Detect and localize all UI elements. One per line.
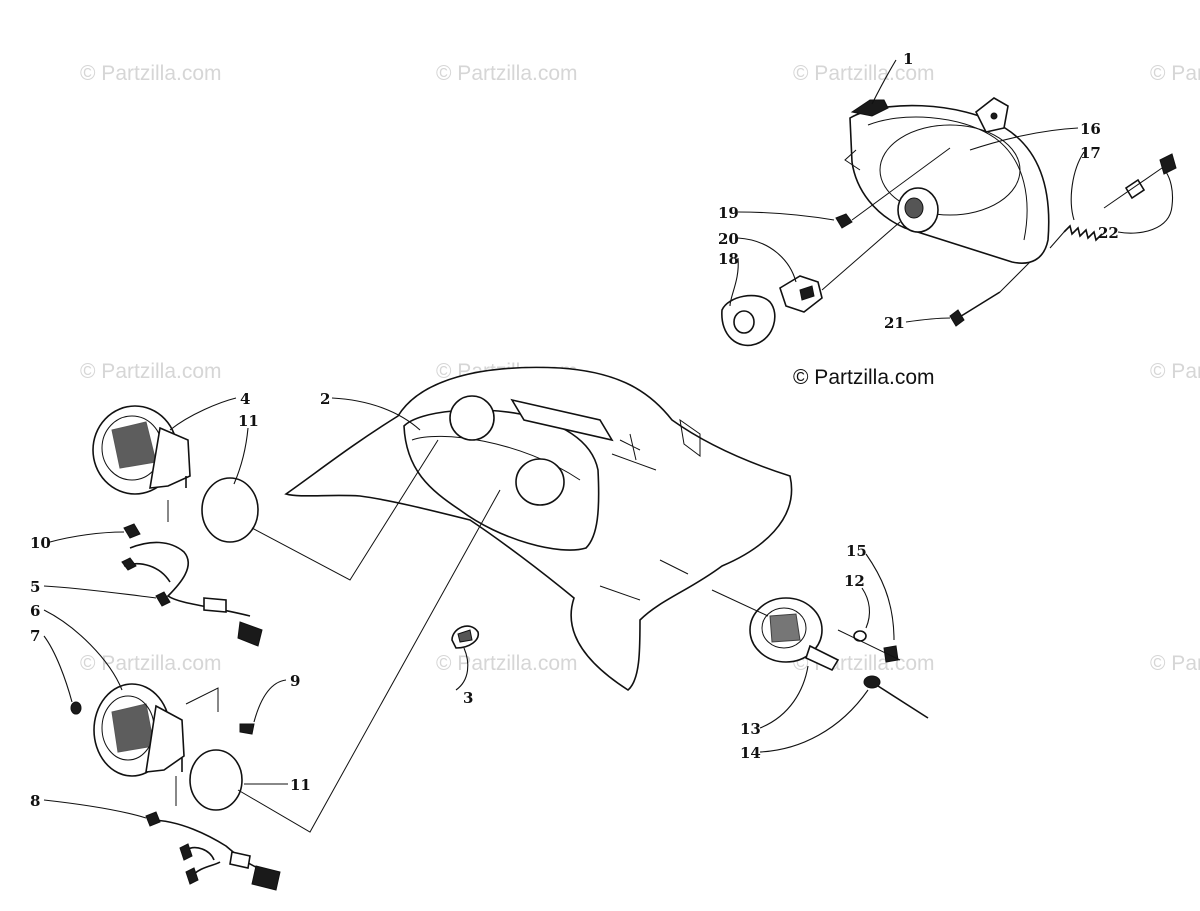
watermark: © Partzilla.com: [80, 360, 222, 383]
hood-top-slot: [510, 398, 614, 442]
bulb-part-7: [70, 701, 82, 715]
watermark: © Partzilla.com: [1150, 652, 1200, 675]
bezel-part-11-lower: [189, 749, 243, 811]
callout-3: 3: [463, 689, 473, 707]
spring-part-17: [1063, 224, 1103, 242]
screw-part-19: [835, 213, 853, 229]
callout-11-lower: 11: [290, 776, 311, 794]
bolt-axis-line: [999, 261, 1031, 293]
callout-17: 17: [1080, 144, 1101, 162]
cap-center-hole: [733, 310, 755, 334]
callout-18: 18: [718, 250, 739, 268]
gauge-hole-left: [449, 395, 495, 441]
cover-part-3: [451, 625, 480, 649]
callout-8: 8: [30, 792, 40, 810]
callout-6: 6: [30, 602, 40, 620]
clip-part-9: [239, 723, 255, 735]
gauge-part-6: [93, 683, 185, 777]
watermark: © Partzilla.com: [80, 62, 222, 85]
bolt-part-21: [957, 291, 1001, 319]
watermark-layer: © Partzilla.com © Partzilla.com © Partzi…: [80, 62, 1200, 675]
callout-22: 22: [1098, 224, 1119, 242]
bolt-head: [949, 309, 965, 327]
hood-lower-shading: [599, 559, 689, 601]
bracket-hole: [990, 112, 998, 120]
callout-16: 16: [1080, 120, 1101, 138]
leader-lines: [43, 59, 1174, 819]
bezel-part-11: [201, 477, 259, 543]
bulb-base: [799, 285, 815, 301]
hood-dash-assembly: [284, 366, 793, 691]
switch-shaft: [877, 685, 929, 719]
callout-2: 2: [320, 390, 330, 408]
callout-4: 4: [240, 390, 250, 408]
switch-axis-line: [711, 589, 769, 617]
assembly-lines: [167, 439, 501, 833]
housing-tab: [844, 149, 861, 171]
callout-12: 12: [844, 572, 865, 590]
adjuster-axis-line: [1103, 167, 1163, 209]
headlight-assembly: [721, 97, 1177, 347]
callout-labels: 1 2 3 4 5 6 7 8 9 10 11 11 12 13 14 15 1…: [30, 50, 1119, 810]
switch-assembly: [711, 589, 929, 719]
callout-7: 7: [30, 627, 40, 645]
headlight-housing: [849, 104, 1050, 264]
watermark: © Partzilla.com: [436, 652, 578, 675]
adjuster-clip-part-22: [1159, 153, 1177, 175]
switch-knob-part-14: [863, 675, 881, 689]
callout-5: 5: [30, 578, 40, 596]
callout-19: 19: [718, 204, 739, 222]
watermark: © Partzilla.com: [436, 62, 578, 85]
washer-axis-line: [837, 629, 901, 661]
watermark: © Partzilla.com: [1150, 62, 1200, 85]
callout-11-upper: 11: [238, 412, 259, 430]
callout-13: 13: [740, 720, 761, 738]
harness-part-8: [145, 811, 281, 891]
callout-10: 10: [30, 534, 51, 552]
spring-axis-line: [1049, 231, 1065, 249]
nut-part-15: [883, 645, 899, 663]
hood-gauge-opening: [403, 409, 600, 551]
harness-part-5: [121, 523, 263, 647]
gauge-hole-right: [515, 458, 565, 506]
callout-15: 15: [846, 542, 867, 560]
adjuster-plate: [1124, 178, 1146, 200]
housing-inner-line: [867, 116, 1028, 241]
gauge-part-4: [92, 405, 191, 495]
partzilla-credit: © Partzilla.com: [793, 366, 935, 389]
washer-part-12: [853, 630, 867, 642]
callout-14: 14: [740, 744, 761, 762]
callout-1: 1: [903, 50, 913, 68]
watermark: © Partzilla.com: [80, 652, 222, 675]
callout-21: 21: [884, 314, 905, 332]
bulb-axis-line: [821, 221, 901, 291]
clip-part-1: [850, 99, 889, 117]
hood-shading: [611, 433, 657, 471]
watermark: © Partzilla.com: [1150, 360, 1200, 383]
screw-axis-line: [851, 147, 951, 221]
bulb-socket-hole: [904, 197, 924, 219]
hood-vent: [679, 418, 701, 457]
callout-9: 9: [290, 672, 300, 690]
reflector-outline: [879, 124, 1021, 216]
callout-20: 20: [718, 230, 739, 248]
watermark: © Partzilla.com: [793, 62, 935, 85]
